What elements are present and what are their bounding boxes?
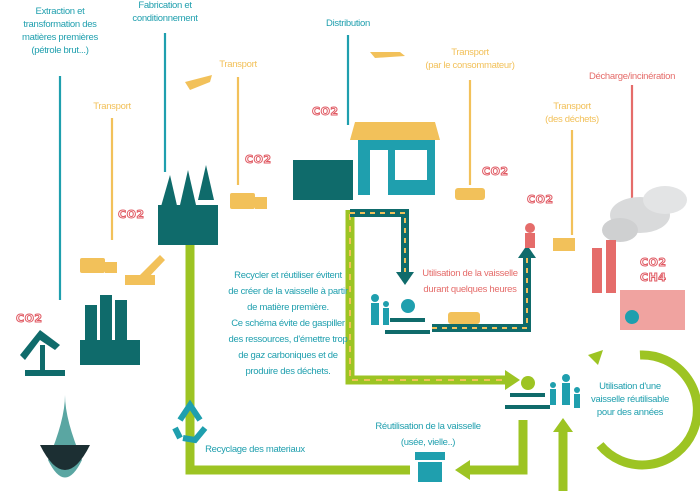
arrow-down-icon <box>396 272 414 285</box>
people-icon <box>371 294 580 408</box>
stage-transport-2-label: Transport <box>219 59 257 70</box>
small-shop-icon <box>415 452 445 482</box>
person-bin-icon <box>525 223 535 233</box>
stage-landfill-label: Décharge/incinération <box>588 71 676 82</box>
truck-icon <box>80 188 575 324</box>
arrow-up-icon <box>553 418 573 432</box>
stage-extraction-label: Extraction et transformation des matière… <box>22 6 98 56</box>
stage-transport-consumer-label: Transport (par le consommateur) <box>425 47 515 71</box>
plane-icon <box>185 52 405 90</box>
co2-badge: CO2 <box>16 312 43 326</box>
explanation-text: Recycler et réutiliser évitent de créer … <box>228 270 348 377</box>
shop-icon <box>293 122 440 200</box>
factory-icon <box>158 165 218 245</box>
co2-badge: CO2 <box>312 105 339 119</box>
arrow-cycle-icon <box>588 350 603 365</box>
plate-icon <box>401 299 415 313</box>
co2-badge: CO2 <box>245 153 272 167</box>
recycling-label: Recyclage des materiaux <box>205 444 305 455</box>
arrow-up-icon <box>518 245 536 258</box>
stage-transport-waste-label: Transport (des déchets) <box>545 101 599 125</box>
picnic-table-icon <box>385 318 550 409</box>
plate-icon <box>521 376 535 390</box>
stage-transport-1-label: Transport <box>93 101 131 112</box>
reuse-label: Réutilisation de la vaisselle (usée, vie… <box>375 421 481 448</box>
short-use-label: Utilisation de la vaisselle durant quelq… <box>422 268 518 295</box>
co2-badge: CO2 <box>118 208 145 222</box>
stage-distribution-label: Distribution <box>326 18 370 29</box>
co2-badge: CO2 <box>527 193 554 207</box>
incinerator-icon <box>592 186 687 330</box>
arrow-left-icon <box>455 460 470 480</box>
ch4-badge: CH4 <box>639 271 667 285</box>
long-use-label: Utilisation d'une vaisselle réutilisable… <box>591 381 669 418</box>
stage-fabrication-label: Fabrication et conditionnement <box>132 0 198 24</box>
refinery-icon <box>20 295 140 376</box>
excavator-icon <box>125 255 165 285</box>
co2-badge: CO2 <box>482 165 509 179</box>
arrow-right-icon <box>505 370 520 390</box>
co2-badge: CO2 <box>640 256 667 270</box>
recycle-icon <box>172 399 208 444</box>
